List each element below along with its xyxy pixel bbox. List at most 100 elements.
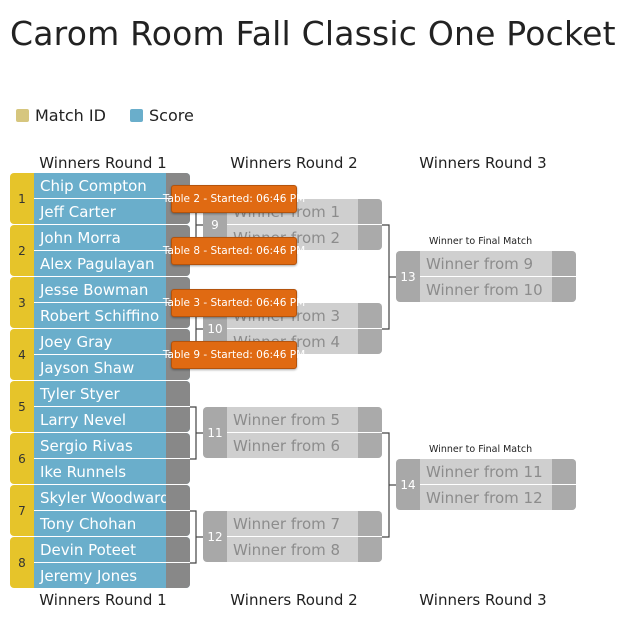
player-slot[interactable]: Ike Runnels: [34, 459, 190, 484]
connector-9-10: [382, 224, 390, 330]
player-name: Jeremy Jones: [40, 566, 138, 585]
match-8[interactable]: 8 Devin Poteet Jeremy Jones: [10, 537, 190, 588]
score-box: [358, 199, 382, 224]
match-id: 12: [203, 511, 227, 562]
match-11[interactable]: 11 Winner from 5 Winner from 6: [203, 407, 382, 458]
player-name: Winner from 5: [233, 410, 341, 429]
player-slot[interactable]: Winner from 12: [420, 485, 576, 510]
player-slot[interactable]: Robert Schiffino: [34, 303, 190, 328]
player-slot[interactable]: Winner from 9: [420, 251, 576, 276]
slot-divider: [227, 328, 382, 329]
round-footer-1: Winners Round 1: [39, 591, 167, 609]
slot-divider: [34, 250, 190, 251]
table-badge-match-3[interactable]: Table 3 - Started: 06:46 PM: [163, 289, 305, 317]
score-box: [166, 407, 190, 432]
slot-divider: [34, 458, 190, 459]
match-6[interactable]: 6 Sergio Rivas Ike Runnels: [10, 433, 190, 484]
table-badge-match-1[interactable]: Table 2 - Started: 06:46 PM: [163, 185, 305, 213]
player-slot[interactable]: Joey Gray: [34, 329, 190, 354]
player-name: Ike Runnels: [40, 462, 127, 481]
match-id: 5: [10, 381, 34, 432]
player-slot[interactable]: Winner from 10: [420, 277, 576, 302]
match-1[interactable]: 1 Chip Compton Jeff Carter: [10, 173, 190, 224]
slot-divider: [34, 510, 190, 511]
score-box: [166, 537, 190, 562]
player-slot[interactable]: Winner from 8: [227, 537, 382, 562]
player-slot[interactable]: Winner from 7: [227, 511, 382, 536]
player-slot[interactable]: Winner from 11: [420, 459, 576, 484]
player-name: Winner from 8: [233, 540, 341, 559]
match-10[interactable]: 10 Winner from 3 Winner from 4: [203, 303, 382, 354]
match-13[interactable]: 13 Winner from 9 Winner from 10: [396, 251, 576, 302]
player-name: Tony Chohan: [40, 514, 137, 533]
legend-label: Match ID: [35, 106, 106, 125]
score-box: [552, 277, 576, 302]
match-4[interactable]: 4 Joey Gray Jayson Shaw: [10, 329, 190, 380]
table-badge-match-2[interactable]: Table 8 - Started: 06:46 PM: [163, 237, 305, 265]
slot-divider: [227, 536, 382, 537]
slot-divider: [34, 406, 190, 407]
round-header-1: Winners Round 1: [39, 154, 167, 172]
player-slot[interactable]: Sergio Rivas: [34, 433, 190, 458]
score-box: [166, 485, 190, 510]
match-3[interactable]: 3 Jesse Bowman Robert Schiffino: [10, 277, 190, 328]
table-badge-match-4[interactable]: Table 9 - Started: 06:46 PM: [163, 341, 305, 369]
page-title: Carom Room Fall Classic One Pocket: [10, 14, 616, 53]
slot-divider: [34, 302, 190, 303]
round-header-2: Winners Round 2: [230, 154, 358, 172]
match-5[interactable]: 5 Tyler Styer Larry Nevel: [10, 381, 190, 432]
player-name: Winner from 7: [233, 514, 341, 533]
score-box: [358, 329, 382, 354]
player-name: Joey Gray: [40, 332, 113, 351]
score-box: [552, 485, 576, 510]
match-7[interactable]: 7 Skyler Woodward Tony Chohan: [10, 485, 190, 536]
player-slot[interactable]: Chip Compton: [34, 173, 190, 198]
player-name: Larry Nevel: [40, 410, 126, 429]
player-slot[interactable]: Jesse Bowman: [34, 277, 190, 302]
slot-divider: [227, 224, 382, 225]
score-box: [166, 459, 190, 484]
player-slot[interactable]: Jeremy Jones: [34, 563, 190, 588]
match-id: 6: [10, 433, 34, 484]
player-name: Alex Pagulayan: [40, 254, 155, 273]
player-slot[interactable]: Skyler Woodward: [34, 485, 190, 510]
score-box: [358, 537, 382, 562]
player-slot[interactable]: Jeff Carter: [34, 199, 190, 224]
player-slot[interactable]: Winner from 6: [227, 433, 382, 458]
legend-score: Score: [130, 106, 194, 125]
match-id: 2: [10, 225, 34, 276]
final-match-tag: Winner to Final Match: [429, 236, 533, 247]
match-id: 13: [396, 251, 420, 302]
player-name: John Morra: [40, 228, 121, 247]
score-box: [166, 563, 190, 588]
score-box: [166, 433, 190, 458]
score-box: [358, 225, 382, 250]
score-box: [358, 407, 382, 432]
match-id: 8: [10, 537, 34, 588]
player-slot[interactable]: Tony Chohan: [34, 511, 190, 536]
match-12[interactable]: 12 Winner from 7 Winner from 8: [203, 511, 382, 562]
player-slot[interactable]: Devin Poteet: [34, 537, 190, 562]
legend-label: Score: [149, 106, 194, 125]
player-name: Winner from 11: [426, 462, 543, 481]
player-name: Winner from 9: [426, 254, 534, 273]
player-slot[interactable]: Winner from 5: [227, 407, 382, 432]
match-id: 4: [10, 329, 34, 380]
match-id: 7: [10, 485, 34, 536]
score-box: [552, 251, 576, 276]
round-header-3: Winners Round 3: [419, 154, 547, 172]
player-slot[interactable]: Larry Nevel: [34, 407, 190, 432]
player-slot[interactable]: Jayson Shaw: [34, 355, 190, 380]
connector-7-8: [190, 510, 197, 564]
player-name: Tyler Styer: [40, 384, 120, 403]
player-name: Winner from 12: [426, 488, 543, 507]
slot-divider: [420, 276, 576, 277]
match-id-swatch: [16, 109, 29, 122]
score-box: [358, 433, 382, 458]
slot-divider: [34, 354, 190, 355]
round-footer-2: Winners Round 2: [230, 591, 358, 609]
player-slot[interactable]: Tyler Styer: [34, 381, 190, 406]
score-box: [358, 511, 382, 536]
match-14[interactable]: 14 Winner from 11 Winner from 12: [396, 459, 576, 510]
score-box: [358, 303, 382, 328]
